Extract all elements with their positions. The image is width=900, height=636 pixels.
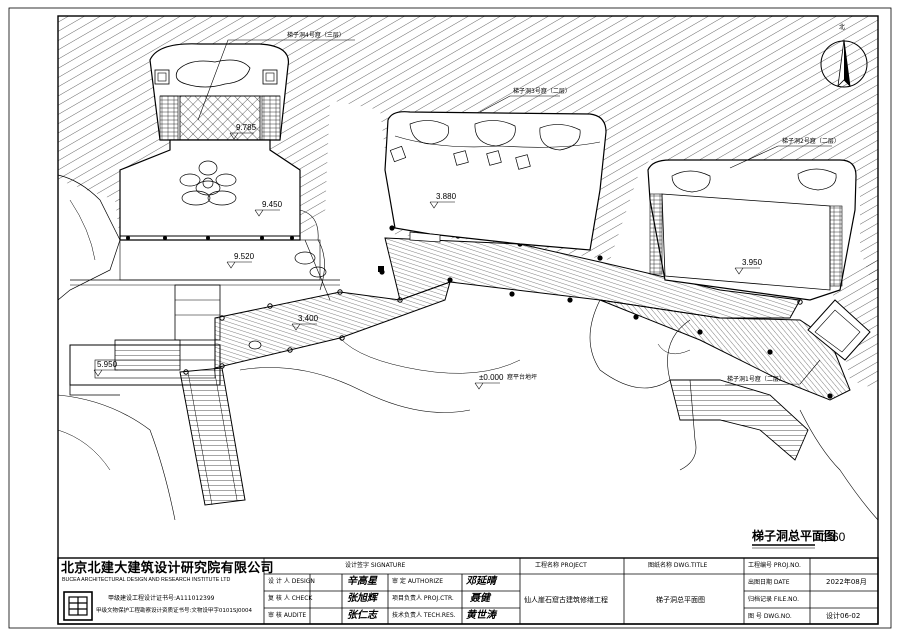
signature-header: 设计签字 SIGNATURE	[345, 562, 406, 569]
signature-tech-res: 黄世涛	[466, 610, 496, 621]
elevation-3950: 3.950	[742, 258, 763, 267]
north-label: 北	[839, 24, 846, 31]
project-name: 仙人崖石窟古建筑修缮工程	[524, 596, 608, 604]
signature-audit: 张仁志	[347, 610, 377, 621]
cave-3-plan	[384, 111, 607, 251]
signature-authorize: 邓延晴	[466, 576, 496, 587]
date-value: 2022年08月	[826, 578, 867, 586]
signature-check: 张旭辉	[347, 593, 377, 604]
callout-cave-3: 梯子洞3号窟（二层）	[513, 88, 571, 95]
cave-4-plan	[149, 43, 290, 141]
callout-cave-2: 梯子洞2号窟（二层）	[782, 138, 840, 145]
elevation-9785: 9.785	[236, 123, 257, 132]
elevation-3880: 3.880	[436, 192, 457, 201]
drawing-scale: 1:60	[822, 530, 846, 544]
dwg-no-label: 图 号 DWG.NO.	[748, 613, 792, 620]
title-block-grid	[57, 557, 879, 625]
elevation-markers	[93, 132, 760, 390]
elevation-3400: 3.400	[298, 314, 319, 323]
role-authorize: 审 定 AUTHORIZE	[392, 578, 444, 585]
cert-1: 甲级建设工程设计证书号:A111012399	[108, 595, 215, 602]
file-label: 归档记录 FILE.NO.	[748, 596, 800, 603]
role-check: 复 核 人 CHECK	[268, 595, 313, 602]
callout-cave-4: 梯子洞4号窟（三层）	[287, 32, 345, 39]
elevation-0000-note: 窟平台地坪	[507, 374, 538, 381]
institute-logo	[63, 591, 93, 621]
walkway-deck-center	[384, 237, 801, 319]
cert-2: 甲级文物保护工程勘察设计资质证书号:文物设甲字0101SJ0004	[96, 608, 252, 614]
project-header: 工程名称 PROJECT	[535, 562, 587, 569]
walkway-deck-right	[599, 299, 851, 401]
sheet-border	[8, 7, 892, 629]
institute-name-en: BUCEA ARCHITECTURAL DESIGN AND RESEARCH …	[62, 577, 231, 583]
drawing-title: 梯子洞总平面图	[752, 529, 837, 543]
elevation-5950: 5.950	[97, 360, 118, 369]
callout-cave-1: 梯子洞1号窟（二层）	[727, 376, 785, 383]
lower-left-staircase	[179, 367, 246, 506]
elevation-9450: 9.450	[262, 200, 283, 209]
elevation-0000: ±0.000	[479, 373, 504, 382]
role-audit: 审 核 AUDITE	[268, 612, 307, 619]
dwg-title: 梯子洞总平面图	[656, 596, 705, 604]
dwg-no-value: 设计06-02	[826, 612, 861, 620]
role-design: 设 计 人 DESIGN	[268, 578, 315, 585]
proj-no-label: 工程编号 PROJ.NO.	[748, 562, 801, 569]
cave-4-lower-hall	[119, 139, 301, 241]
cave-2-plan	[647, 159, 857, 301]
role-proj-ctr: 项目负责人 PROJ.CTR.	[392, 595, 454, 602]
role-tech-res: 技术负责人 TECH.RES.	[392, 612, 456, 619]
elevation-9520: 9.520	[234, 252, 255, 261]
cliff-hatch-right	[640, 16, 878, 300]
walkway-deck-left	[214, 281, 451, 369]
signature-proj-ctr: 聂健	[470, 593, 490, 604]
institute-name-cn: 北京北建大建筑设计研究院有限公司	[61, 561, 274, 576]
date-label: 出图日期 DATE	[748, 579, 790, 586]
signature-design: 辛高星	[347, 576, 377, 587]
north-arrow	[820, 39, 868, 88]
dwg-title-header: 图纸名称 DWG.TITLE	[648, 562, 708, 569]
